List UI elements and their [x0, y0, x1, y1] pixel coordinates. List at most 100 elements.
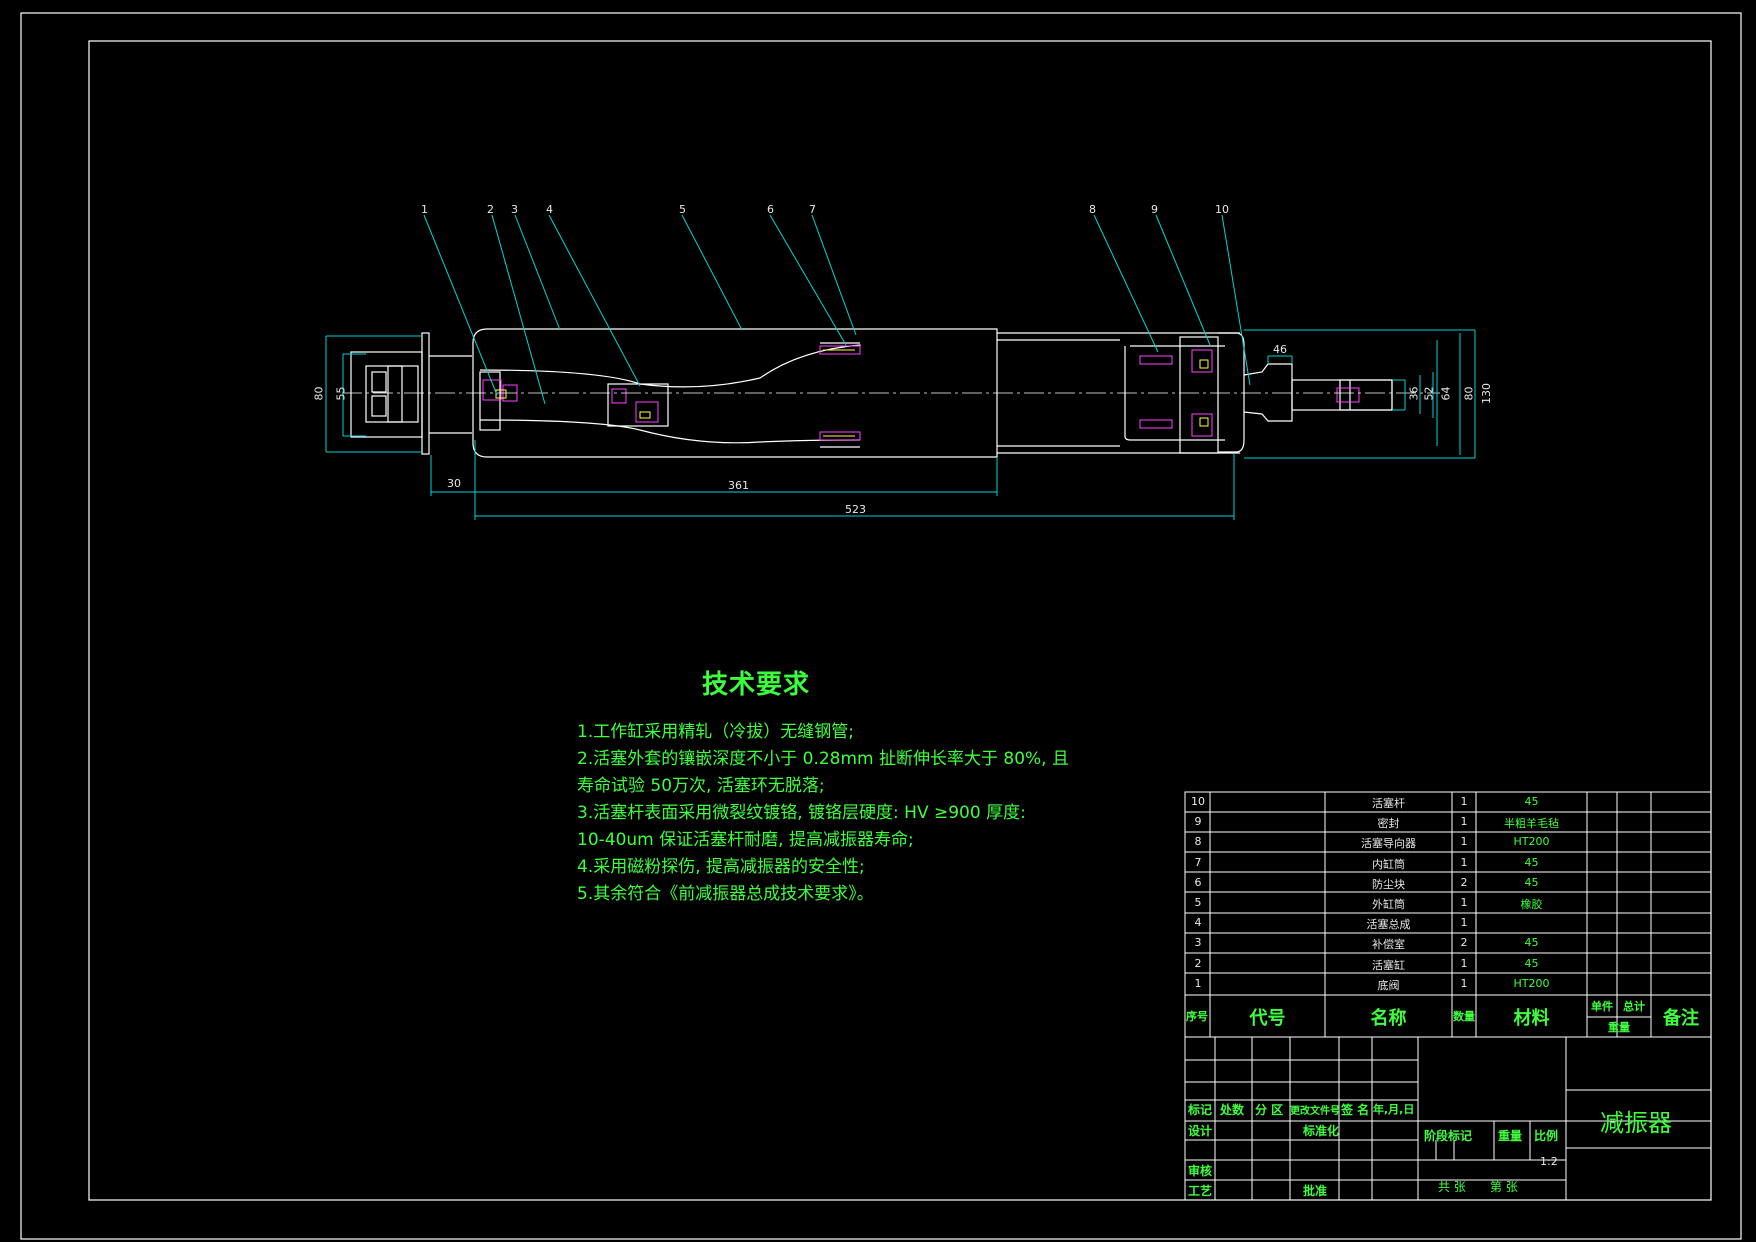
outer-cylinder [472, 328, 998, 458]
piston-rod [1243, 363, 1293, 422]
tb-sheet-no: 第 张 [1490, 1180, 1518, 1194]
tb-mark: 标记 [1188, 1103, 1213, 1117]
callout-2: 2 [487, 203, 494, 216]
callout-7: 7 [809, 203, 816, 216]
tb-review: 审核 [1188, 1164, 1213, 1178]
bom-row-name: 活塞总成 [1366, 918, 1411, 932]
bom-row-qty: 1 [1460, 916, 1468, 930]
bom-header-qty: 数量 [1453, 1010, 1475, 1023]
nut [365, 365, 419, 423]
leaders [325, 214, 1476, 520]
tb-approve: 批准 [1303, 1184, 1328, 1198]
bom-row-no: 9 [1194, 815, 1202, 829]
bom-header-no: 序号 [1186, 1010, 1208, 1023]
dim-30: 30 [447, 477, 461, 490]
shock-absorber-view [350, 328, 1393, 458]
bom-row-qty: 2 [1460, 875, 1468, 889]
bom-row-no: 1 [1194, 976, 1202, 990]
bom-row-name: 密封 [1377, 817, 1400, 831]
bom-row-qty: 1 [1460, 976, 1468, 990]
tech-line-7: 5.其余符合《前减振器总成技术要求》。 [577, 884, 874, 904]
bom-row-qty: 1 [1460, 896, 1468, 909]
dim-130: 130 [1480, 383, 1493, 404]
callout-10: 10 [1215, 203, 1229, 216]
bom-row-name: 活塞导向器 [1361, 837, 1416, 851]
callout-9: 9 [1151, 203, 1158, 216]
dim-52: 52 [1422, 386, 1436, 401]
bom-header-remark: 备注 [1663, 1008, 1699, 1029]
bom-row-name: 外缸筒 [1372, 898, 1405, 911]
tb-scale: 比例 [1534, 1129, 1559, 1143]
callout-5: 5 [679, 203, 686, 216]
bom-row-qty: 1 [1460, 855, 1468, 869]
bom-row-name: 防尘块 [1372, 877, 1405, 891]
tb-standard: 标准化 [1303, 1124, 1340, 1138]
dim-523: 523 [845, 503, 866, 516]
bom-row-material: 45 [1524, 936, 1539, 950]
bom-row-material: 45 [1524, 795, 1539, 808]
callout-6: 6 [767, 203, 774, 216]
bom-row-no: 6 [1194, 875, 1202, 889]
inner-border [88, 40, 1712, 1201]
bom-row-material: HT200 [1513, 835, 1550, 849]
tech-line-1: 1.工作缸采用精轧（冷拔）无缝钢管; [577, 722, 854, 742]
piston-assembly [607, 383, 669, 427]
dim-55: 55 [334, 386, 348, 401]
bom-row-material: 45 [1524, 875, 1539, 889]
yellow-details [495, 349, 1209, 437]
bom-row-no: 7 [1194, 855, 1202, 869]
bom-header-total: 总计 [1623, 1000, 1645, 1013]
tech-line-6: 4.采用磁粉探伤, 提高减振器的安全性; [577, 857, 865, 877]
tb-sign: 签 名 [1341, 1103, 1370, 1117]
bom-row-material: 半粗羊毛毡 [1504, 817, 1559, 831]
outer-border [20, 12, 1742, 1240]
dim-64: 64 [1439, 386, 1453, 401]
tb-design: 设计 [1188, 1124, 1213, 1138]
tb-weight: 重量 [1498, 1129, 1523, 1143]
tb-process: 工艺 [1188, 1184, 1213, 1198]
bom-row-qty: 1 [1460, 956, 1468, 970]
dim-46: 46 [1273, 343, 1287, 356]
bom-row-name: 内缸筒 [1372, 857, 1405, 871]
guide-seal [1179, 336, 1219, 454]
tb-zone: 分 区 [1255, 1103, 1284, 1117]
drawing-name: 减振器 [1600, 1109, 1672, 1137]
bom-header-code: 代号 [1249, 1008, 1286, 1029]
bom-row-no: 2 [1194, 956, 1202, 970]
tb-count: 处数 [1220, 1103, 1245, 1117]
bom-header-name: 名称 [1370, 1008, 1407, 1029]
dim-361: 361 [728, 479, 749, 492]
tech-line-2: 2.活塞外套的镶嵌深度不小于 0.28mm 扯断伸长率大于 80%, 且 [577, 749, 1069, 769]
tb-doc-no: 更改文件号 [1290, 1106, 1340, 1117]
tech-line-5: 10-40um 保证活塞杆耐磨, 提高减振器寿命; [577, 830, 914, 850]
bom-row-no: 5 [1194, 896, 1202, 909]
callout-4: 4 [546, 203, 553, 216]
bom-row-name: 活塞缸 [1372, 958, 1405, 972]
dim-36: 36 [1407, 386, 1421, 401]
tb-scale-value: 1:2 [1540, 1155, 1558, 1168]
tech-requirements-title: 技术要求 [702, 670, 811, 700]
bom-row-material: 45 [1524, 956, 1539, 970]
bom-header-material: 材料 [1513, 1008, 1550, 1029]
bom-row-material: 橡胶 [1520, 898, 1543, 911]
mount-plate [421, 332, 430, 455]
bom-row-name: 补偿室 [1372, 938, 1405, 952]
bom-row-material: 45 [1524, 855, 1539, 869]
bom-row-no: 4 [1194, 916, 1202, 930]
section-details [482, 345, 1360, 441]
bom-header-unit: 单件 [1591, 1000, 1613, 1013]
tech-line-3: 寿命试验 50万次, 活塞环无脱落; [577, 776, 825, 796]
bom-header-weight: 重量 [1608, 1021, 1630, 1034]
bom-row-name: 底阀 [1377, 978, 1400, 992]
bom-row-material: HT200 [1513, 976, 1550, 990]
bom-row-no: 10 [1191, 795, 1205, 808]
mount-block [350, 351, 423, 438]
bom-row-qty: 1 [1460, 795, 1468, 808]
bom-row-no: 8 [1194, 835, 1202, 849]
tech-line-4: 3.活塞杆表面采用微裂纹镀铬, 镀铬层硬度: HV ≥900 厚度: [577, 803, 1026, 823]
bom-row-qty: 1 [1460, 835, 1468, 849]
callout-8: 8 [1089, 203, 1096, 216]
bom-row-name: 活塞杆 [1372, 797, 1405, 810]
bom-row-no: 3 [1194, 936, 1202, 950]
